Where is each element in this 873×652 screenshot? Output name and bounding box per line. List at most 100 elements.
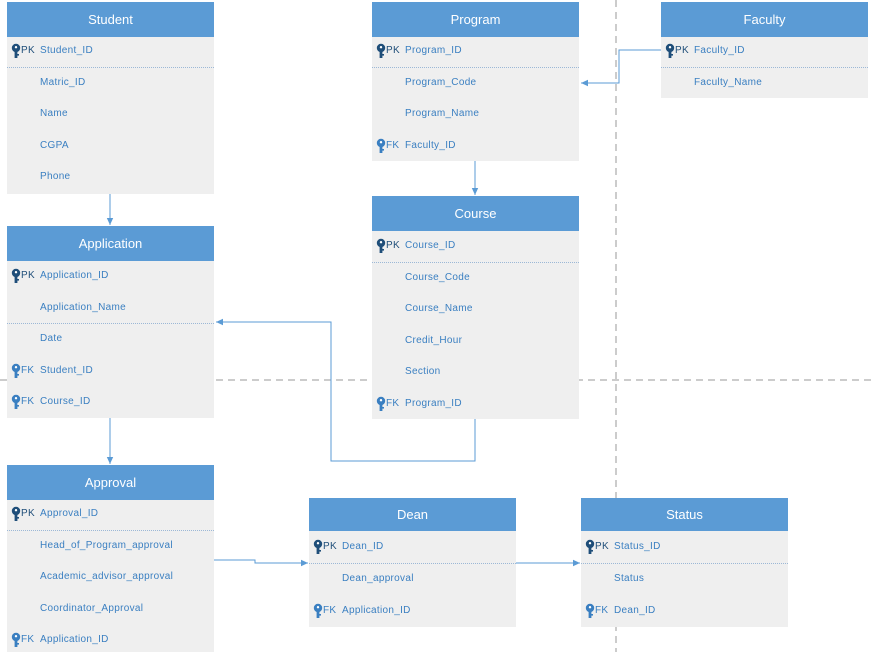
pk-label: PK [386, 240, 400, 251]
fk-marker: FK [11, 394, 39, 410]
key-icon [376, 138, 386, 153]
entity-title: Course [372, 196, 579, 231]
fk-marker: FK [11, 632, 39, 648]
pk-label: PK [386, 45, 400, 56]
attribute-name: Program_Code [405, 76, 477, 88]
attribute-row: Dean_approval [309, 569, 516, 589]
fk-label: FK [595, 605, 609, 616]
attribute-name: Program_ID [405, 398, 462, 409]
pk-marker: PK [11, 506, 39, 522]
attribute-row: Course_Code [372, 268, 579, 288]
attribute-row: Course_Name [372, 299, 579, 319]
attribute-name: Dean_ID [614, 605, 656, 616]
pk-marker: PK [665, 43, 693, 59]
attribute-name: Student_ID [40, 45, 94, 56]
relationship-course-application [216, 318, 476, 462]
attribute-name: Section [405, 366, 441, 378]
attribute-row: CGPA [7, 136, 214, 156]
fk-label: FK [386, 139, 400, 151]
entity-title: Faculty [661, 2, 868, 37]
entity-title: Approval [7, 465, 214, 500]
attribute-row: Head_of_Program_approval [7, 536, 214, 556]
attribute-row: Credit_Hour [372, 331, 579, 351]
attribute-name: Name [40, 108, 68, 120]
attribute-name: Student_ID [40, 364, 94, 376]
key-icon [376, 396, 386, 411]
attribute-row: FK Course_ID [7, 392, 214, 412]
pk-label: PK [21, 270, 35, 281]
fk-marker: FK [376, 138, 404, 154]
key-icon [11, 43, 21, 58]
attribute-row: Program_Name [372, 104, 579, 124]
key-icon [11, 633, 21, 648]
attribute-row: FK Dean_ID [581, 601, 788, 621]
attribute-name: Status [614, 573, 645, 584]
attribute-row: PK Approval_ID [7, 504, 214, 524]
key-divider [7, 66, 214, 68]
entity-title: Application [7, 226, 214, 261]
key-divider [661, 66, 868, 68]
key-icon [665, 43, 675, 58]
attribute-row: Date [7, 329, 214, 349]
attribute-name: Faculty_Name [694, 76, 763, 88]
attribute-row: Coordinator_Approval [7, 599, 214, 619]
key-icon [11, 506, 21, 521]
key-icon [376, 43, 386, 58]
fk-label: FK [21, 396, 35, 408]
attribute-row: Program_Code [372, 73, 579, 93]
attribute-row: Status [581, 569, 788, 589]
attribute-name: Course_ID [40, 396, 91, 408]
attribute-name: Application_ID [40, 270, 109, 281]
attribute-row: PK Application_ID [7, 266, 214, 286]
attribute-name: Faculty_ID [694, 45, 745, 56]
attribute-row: Faculty_Name [661, 73, 868, 93]
entity-title: Status [581, 498, 788, 531]
fk-label: FK [21, 364, 35, 376]
attribute-row: Academic_advisor_approval [7, 567, 214, 587]
key-divider [7, 323, 214, 325]
attribute-row: Matric_ID [7, 73, 214, 93]
fk-marker: FK [11, 363, 39, 379]
attribute-name: CGPA [40, 139, 69, 151]
attribute-name: Program_Name [405, 108, 480, 120]
pk-marker: PK [11, 43, 39, 59]
attribute-row: FK Student_ID [7, 361, 214, 381]
attribute-name: Approval_ID [40, 508, 99, 519]
relationship-approval-dean [214, 559, 308, 567]
key-divider [372, 66, 579, 68]
relationship-faculty-program [581, 49, 661, 87]
attribute-name: Dean_approval [342, 573, 414, 584]
key-divider [309, 563, 516, 564]
attribute-name: Dean_ID [342, 541, 384, 552]
fk-marker: FK [313, 603, 341, 619]
fk-label: FK [21, 634, 35, 646]
attribute-row: Phone [7, 167, 214, 187]
key-icon [585, 603, 595, 618]
attribute-name: Date [40, 333, 63, 345]
pk-marker: PK [376, 43, 404, 59]
entity-title: Student [7, 2, 214, 37]
pk-label: PK [21, 508, 35, 519]
key-icon [11, 363, 21, 378]
attribute-name: Course_Code [405, 271, 471, 283]
pk-marker: PK [376, 238, 404, 254]
attribute-name: Academic_advisor_approval [40, 571, 174, 583]
pk-marker: PK [585, 539, 613, 555]
entity-title: Program [372, 2, 579, 37]
